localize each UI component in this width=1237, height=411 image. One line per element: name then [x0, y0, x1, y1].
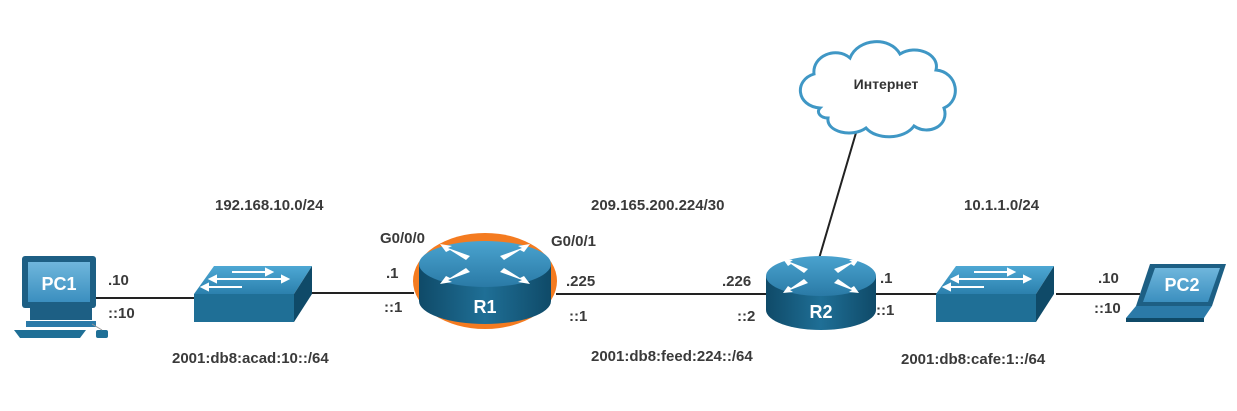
- r1-g000-interface: G0/0/0: [380, 230, 425, 247]
- pc2-label: PC2: [1164, 275, 1199, 295]
- r1-g001-interface: G0/0/1: [551, 233, 596, 250]
- r2-lan-ipv6-host: ::1: [876, 302, 894, 319]
- laptop-icon: [1126, 264, 1226, 322]
- r2-label: R2: [809, 302, 832, 322]
- r2-wan-ipv4-host: .226: [722, 273, 751, 290]
- lan2-ipv4-network: 10.1.1.0/24: [964, 197, 1040, 214]
- r1-wan-ipv4-host: .225: [566, 273, 595, 290]
- links: [96, 125, 1140, 299]
- pc2-ipv4-host: .10: [1098, 270, 1119, 287]
- link-r2-internet: [817, 125, 859, 263]
- pc2-ipv6-host: ::10: [1094, 300, 1121, 317]
- r1-lan-ipv6-host: ::1: [384, 299, 402, 316]
- r2-lan-ipv4-host: .1: [880, 270, 893, 287]
- wan-ipv4-network: 209.165.200.224/30: [591, 197, 724, 214]
- desktop-pc-icon: [14, 256, 108, 338]
- pc1-ipv4-host: .10: [108, 272, 129, 289]
- r1-label: R1: [473, 297, 496, 317]
- r2-wan-ipv6-host: ::2: [737, 308, 755, 325]
- router-icon: [413, 233, 557, 329]
- switch1-device: [194, 266, 312, 322]
- lan1-ipv4-network: 192.168.10.0/24: [215, 197, 324, 214]
- pc1-label: PC1: [41, 274, 76, 294]
- r1-lan-ipv4-host: .1: [386, 265, 399, 282]
- wan-ipv6-network: 2001:db8:feed:224::/64: [591, 348, 753, 365]
- switch-icon: [936, 266, 1054, 322]
- switch-icon: [194, 266, 312, 322]
- r1-wan-ipv6-host: ::1: [569, 308, 587, 325]
- switch2-device: [936, 266, 1054, 322]
- internet-cloud: Интернет: [798, 40, 957, 139]
- r2-device: R2: [766, 256, 876, 330]
- lan2-ipv6-network: 2001:db8:cafe:1::/64: [901, 351, 1046, 368]
- r1-device: R1: [413, 233, 557, 329]
- internet-label: Интернет: [854, 76, 919, 92]
- pc1-device: PC1: [14, 256, 108, 338]
- router-icon: [766, 256, 876, 330]
- pc2-device: PC2: [1126, 264, 1226, 322]
- pc1-ipv6-host: ::10: [108, 305, 135, 322]
- lan1-ipv6-network: 2001:db8:acad:10::/64: [172, 350, 329, 367]
- cloud-icon: [798, 40, 957, 139]
